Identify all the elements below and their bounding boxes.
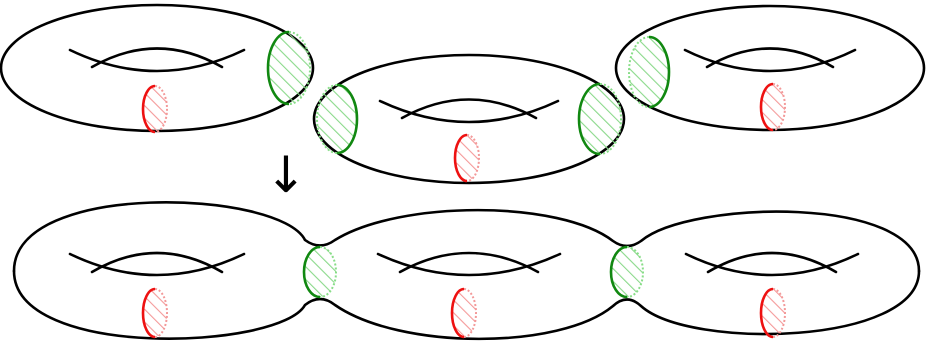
surface-outline-top [12, 201, 921, 273]
torus-hole-lower-arc [378, 99, 560, 124]
red-cut-bottom-3 [759, 287, 786, 339]
handle-2-hole-upper-arc [398, 251, 540, 274]
handle-3-hole-lower-arc [684, 252, 860, 277]
torus-hole-upper-arc [400, 98, 538, 120]
torus-outline [312, 53, 626, 185]
genus-three-surface [12, 201, 921, 341]
green-neck-cut-2 [609, 245, 644, 299]
torus-hole-lower-arc [68, 48, 246, 73]
surface-outline-bottom [12, 269, 921, 341]
green-cut-top-left [266, 30, 311, 106]
green-cut-top-middle-left [316, 83, 359, 155]
torus-hole-upper-arc [90, 47, 224, 69]
red-cut-top-left [141, 84, 168, 134]
red-cut-bottom-2 [450, 287, 477, 339]
handle-1-hole-upper-arc [90, 251, 224, 274]
red-cut-bottom-1 [141, 287, 168, 339]
green-cut-top-right-left [628, 35, 671, 109]
torus-top-middle [312, 53, 626, 185]
green-cut-top-middle-right [577, 82, 622, 156]
torus-hole-upper-arc [705, 47, 835, 69]
down-arrow-icon: ↓ [265, 146, 307, 204]
handle-1-hole-lower-arc [68, 252, 246, 277]
handle-3-hole-upper-arc [706, 251, 838, 274]
red-cut-top-middle [453, 133, 480, 183]
red-cut-top-right [759, 82, 786, 132]
handle-2-hole-lower-arc [376, 252, 562, 277]
green-neck-cut-1 [302, 245, 337, 299]
torus-hole-lower-arc [683, 48, 857, 73]
